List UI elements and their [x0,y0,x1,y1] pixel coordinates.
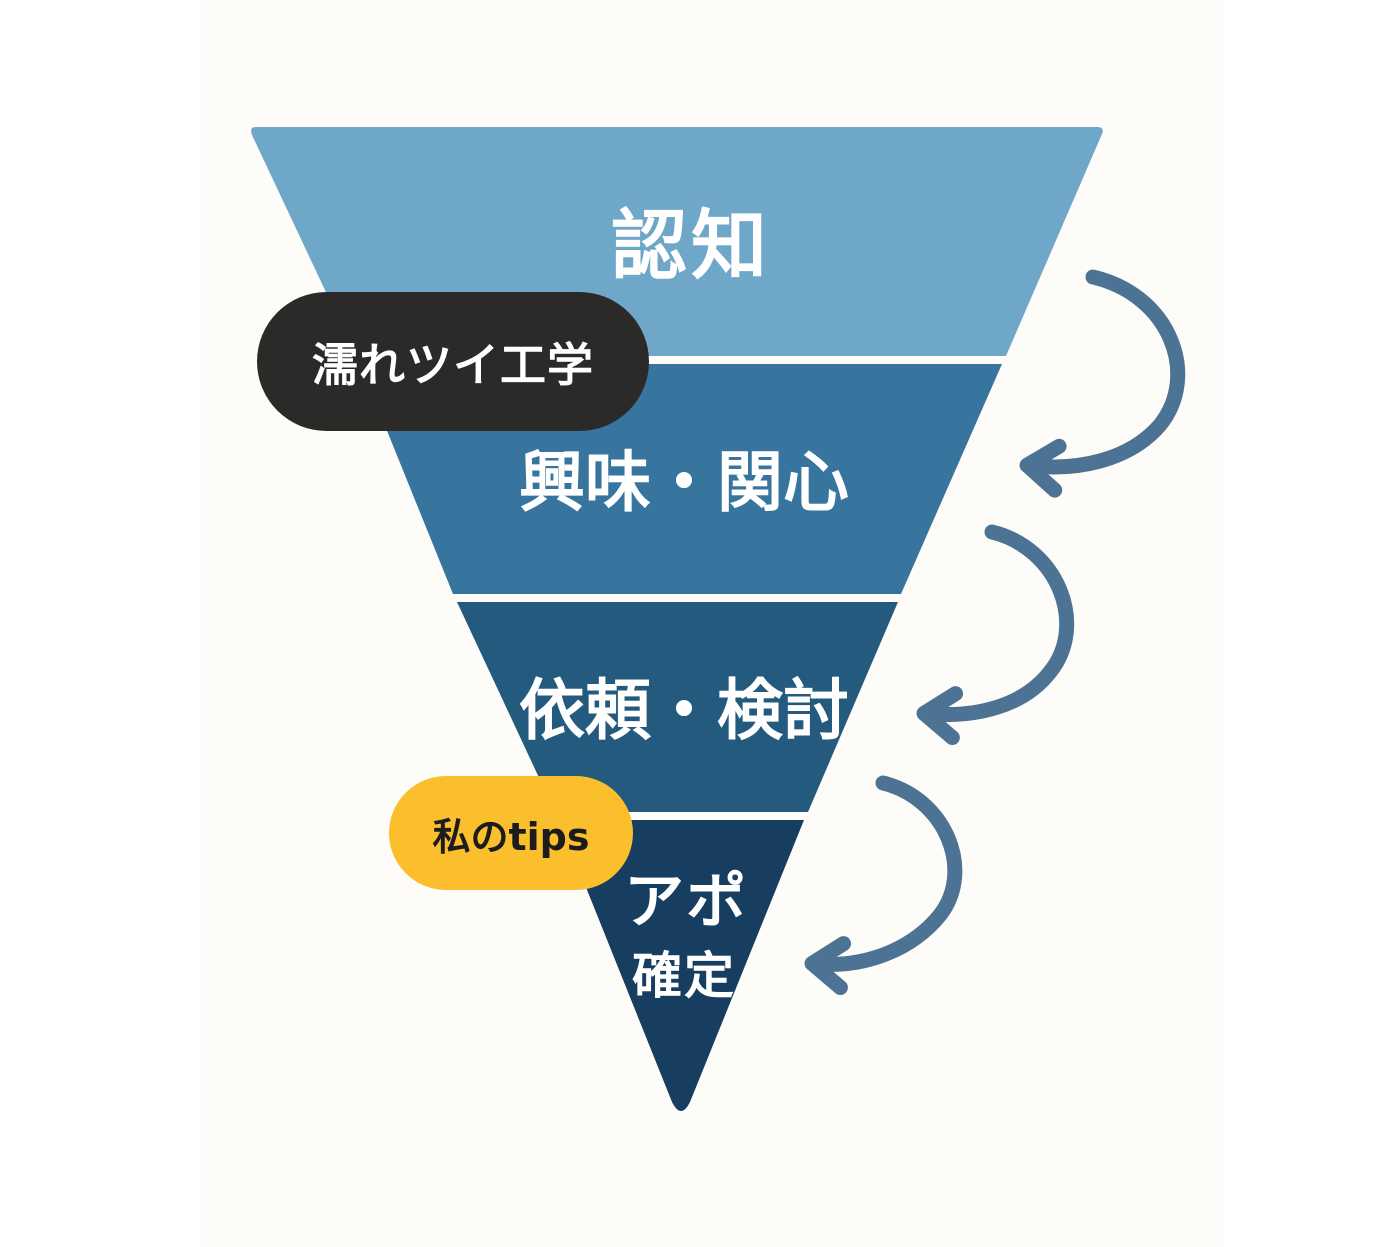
stage-label-appointment-line2: 確定 [632,947,736,1005]
funnel-stage-appointment [559,820,804,1111]
tips-badge-text: 私のtips [432,814,590,859]
brand-badge: 濡れツイ工学 [257,292,649,431]
tips-badge: 私のtips [389,776,633,890]
stage-label-consideration: 依頼・検討 [519,672,849,749]
brand-badge-text: 濡れツイ工学 [312,337,594,392]
curved-arrow-icon [1019,269,1186,498]
stage-label-awareness: 認知 [611,201,771,290]
stage-label-appointment-line1: アポ [624,867,748,937]
curved-arrow-icon [916,524,1075,746]
curved-arrow-icon [804,775,963,996]
funnel-stage-consideration [457,602,898,812]
stage-label-interest: 興味・関心 [519,444,849,521]
